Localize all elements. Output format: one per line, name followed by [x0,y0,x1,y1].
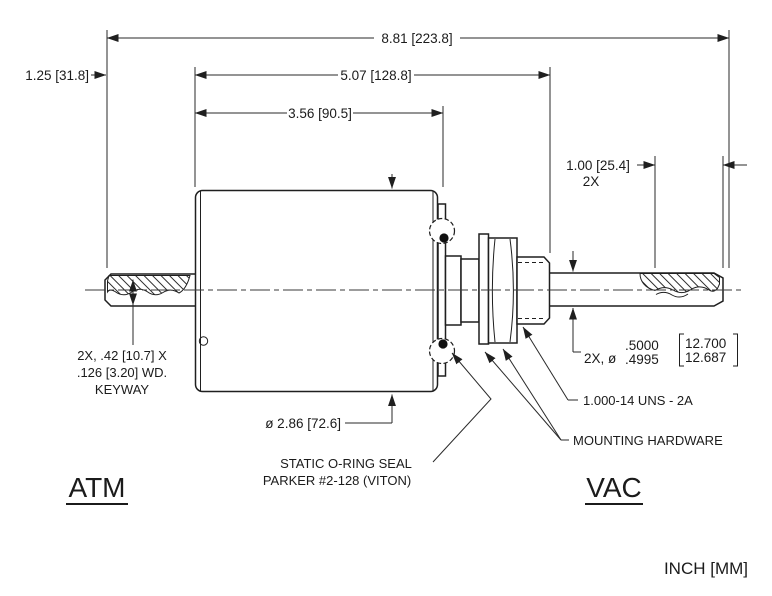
part-geometry [104,189,724,393]
label-vac-text: VAC [586,472,642,503]
note-oring-line2: PARKER #2-128 (VITON) [263,473,411,488]
oring-bottom-section-dot [438,339,448,349]
dim-keyway-length-text: 1.00 [25.4] [566,158,630,173]
dim-shaft-diameter-mm-lo: 12.687 [685,350,726,365]
dim-housing-diameter: ø 2.86 [72.6] [265,174,396,431]
right-keyway-runout-squiggle [655,291,689,298]
oring-top [428,217,456,245]
bracket-left [679,333,684,367]
label-vac: VAC [585,472,643,505]
housing-vent-hole [198,336,209,346]
dim-left-shaft-text: 1.25 [31.8] [25,68,89,83]
dimensions: 8.81 [223.8] 5.07 [128.8] 3.56 [90.5] 1.… [25,30,747,431]
note-mounting-hardware-text: MOUNTING HARDWARE [573,433,723,448]
note-keyway-line1: 2X, .42 [10.7] X [77,348,167,363]
dim-shaft-diameter-in-lo: .4995 [625,352,659,367]
note-thread: 1.000-14 UNS - 2A [522,326,693,408]
note-oring: STATIC O-RING SEAL PARKER #2-128 (VITON) [263,352,492,488]
dim-shaft-diameter-mm-hi: 12.700 [685,336,726,351]
label-units: INCH [MM] [664,559,748,578]
dim-left-shaft: 1.25 [31.8] [25,68,107,83]
dim-shaft-diameter-prefix: 2X, ø [584,351,616,366]
dim-shaft-diameter: 2X, ø .5000 .4995 12.700 12.687 [569,251,738,367]
dim-inner: 3.56 [90.5] [194,106,444,121]
housing-body [194,189,439,393]
dim-mid: 5.07 [128.8] [194,68,551,83]
note-keyway: 2X, .42 [10.7] X .126 [3.20] WD. KEYWAY [77,348,167,397]
dim-inner-text: 3.56 [90.5] [288,106,352,121]
dim-keyway-length-qty: 2X [583,174,600,189]
note-keyway-line2: .126 [3.20] WD. [77,365,167,380]
dim-mid-text: 5.07 [128.8] [340,68,411,83]
note-keyway-line3: KEYWAY [95,382,150,397]
oring-bottom-scallop [428,337,456,365]
dim-keyway-length: 1.00 [25.4] 2X [566,158,747,189]
label-atm-text: ATM [68,472,125,503]
dim-overall: 8.81 [223.8] [106,31,730,46]
note-oring-line1: STATIC O-RING SEAL [280,456,412,471]
left-keyway-hatch [107,275,191,296]
nut-facet-arc-right [509,238,514,343]
bracket-right [733,333,738,367]
oring-top-section-dot [439,233,449,243]
note-mounting-hardware: MOUNTING HARDWARE [484,348,723,448]
mounting-washer [478,233,490,345]
dim-shaft-diameter-in-hi: .5000 [625,338,659,353]
dim-housing-diameter-text: ø 2.86 [72.6] [265,416,341,431]
note-thread-text: 1.000-14 UNS - 2A [583,393,693,408]
dim-overall-text: 8.81 [223.8] [381,31,452,46]
annotations: 2X, .42 [10.7] X .126 [3.20] WD. KEYWAY … [66,326,748,578]
label-atm: ATM [66,472,128,505]
oring-bottom [428,337,456,365]
